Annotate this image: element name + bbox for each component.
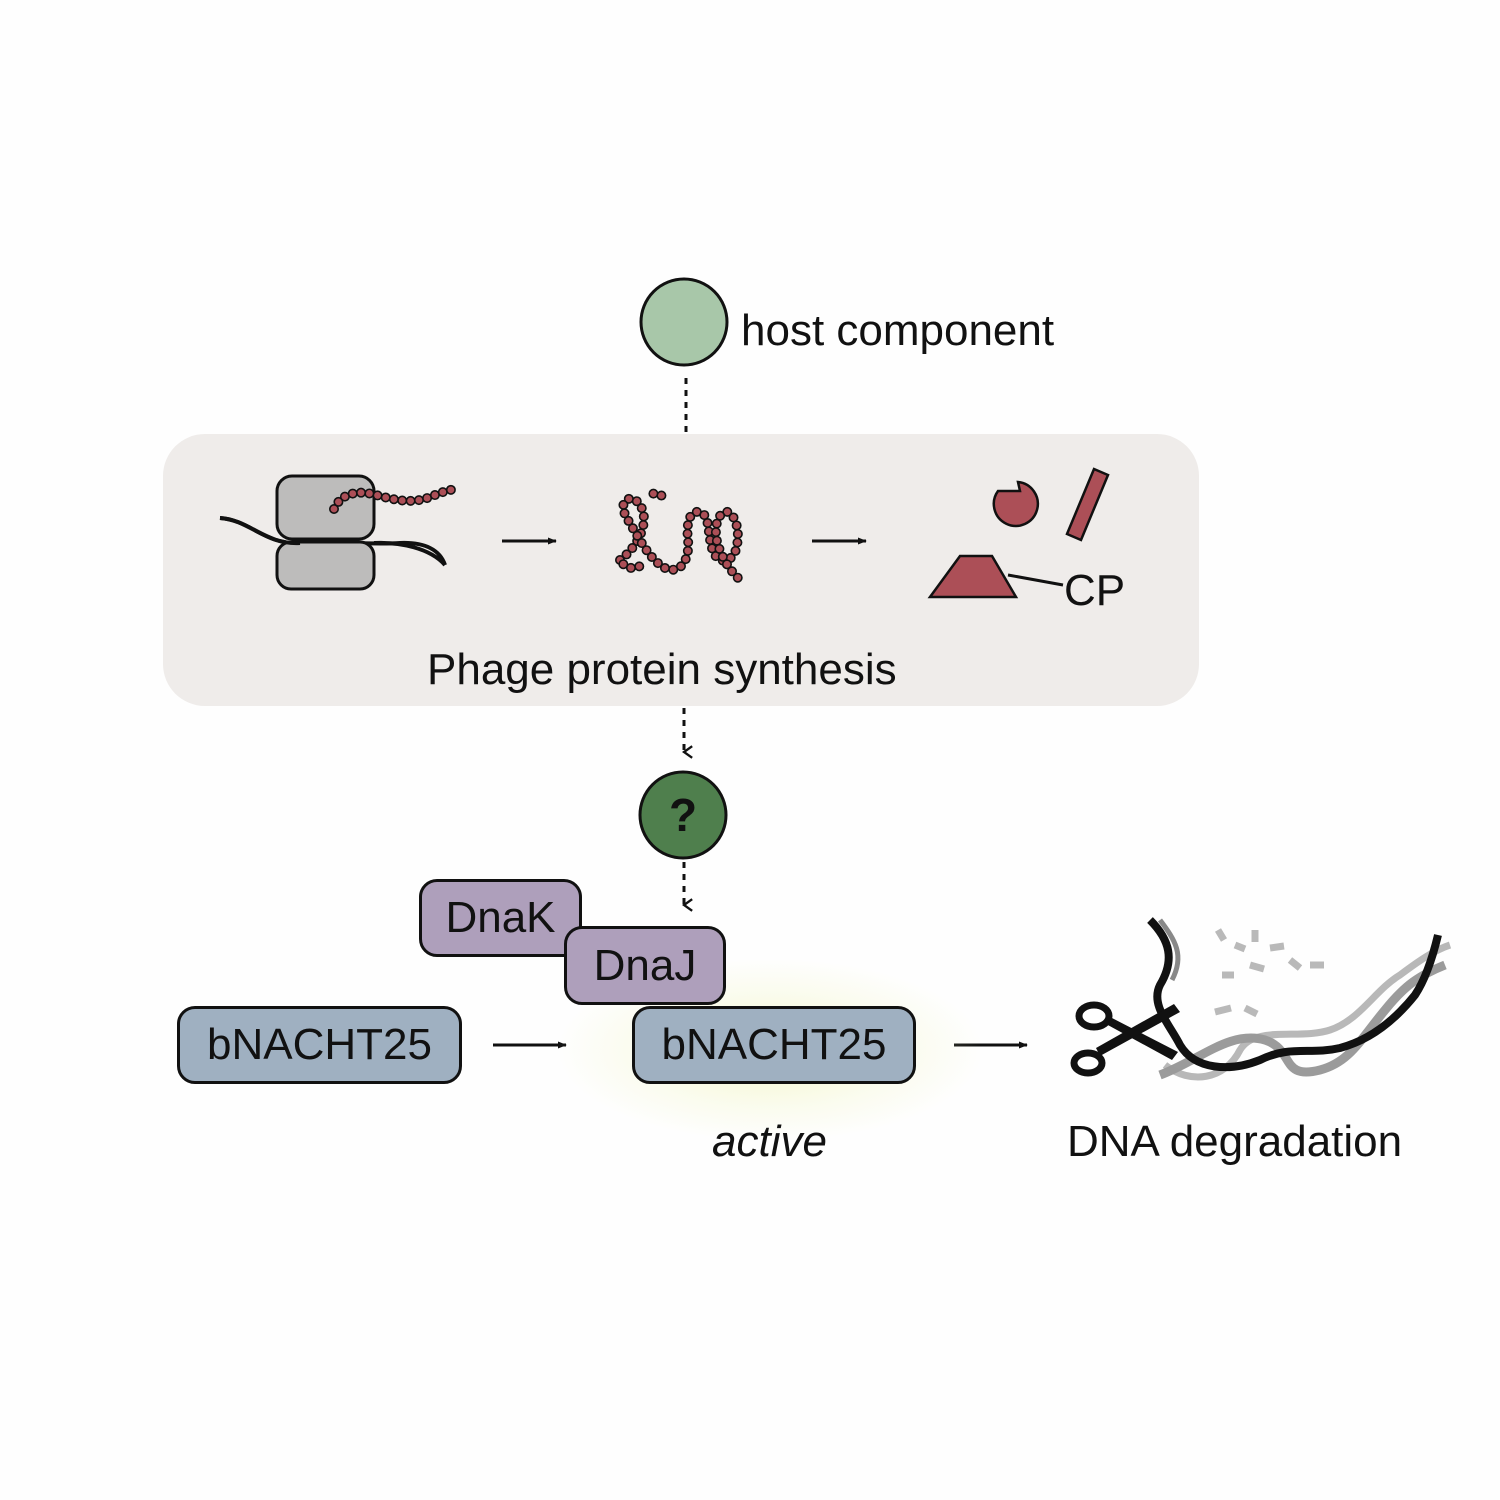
dna-ribbon-icon <box>1147 917 1452 1081</box>
dnaj-box: DnaJ <box>564 926 726 1005</box>
host-component-circle <box>639 277 729 367</box>
host-component-label: host component <box>741 306 1055 355</box>
question-mark: ? <box>669 789 698 841</box>
synthesis-title: Phage protein synthesis <box>427 645 897 694</box>
dnaj-label: DnaJ <box>593 940 697 990</box>
dnak-label: DnaK <box>445 893 556 942</box>
protein-fragments-icon <box>927 467 1110 599</box>
active-label: active <box>712 1117 827 1166</box>
question-circle <box>638 770 728 860</box>
polypeptide-chain-icon <box>614 488 743 583</box>
bnacht25-inactive-label: bNACHT25 <box>207 1020 432 1069</box>
nascent-peptide-chain <box>328 484 456 514</box>
bnacht25-active-label: bNACHT25 <box>661 1020 887 1069</box>
dnak-box: DnaK <box>419 879 582 957</box>
dna-degradation-label: DNA degradation <box>1067 1117 1403 1166</box>
scissors-icon <box>1070 1001 1180 1077</box>
bnacht25-inactive-box: bNACHT25 <box>177 1006 462 1084</box>
cp-label: CP <box>1064 566 1126 615</box>
bnacht25-active-box: bNACHT25 <box>632 1006 916 1084</box>
